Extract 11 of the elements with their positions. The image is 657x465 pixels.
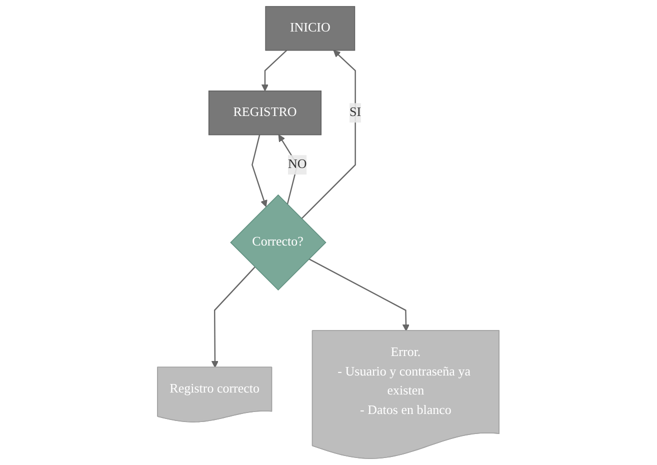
arrow: [262, 50, 288, 92]
edge-label: SI: [350, 106, 362, 120]
arrow: [252, 134, 268, 208]
node-box: INICIO: [265, 6, 356, 51]
node-box: REGISTRO: [208, 90, 322, 136]
arrow: [212, 266, 256, 368]
arrow: [301, 50, 356, 220]
arrow: [308, 258, 410, 332]
node-diamond: Correcto?: [230, 194, 327, 291]
arrow: [278, 134, 298, 205]
edge-label: NO: [288, 158, 307, 172]
